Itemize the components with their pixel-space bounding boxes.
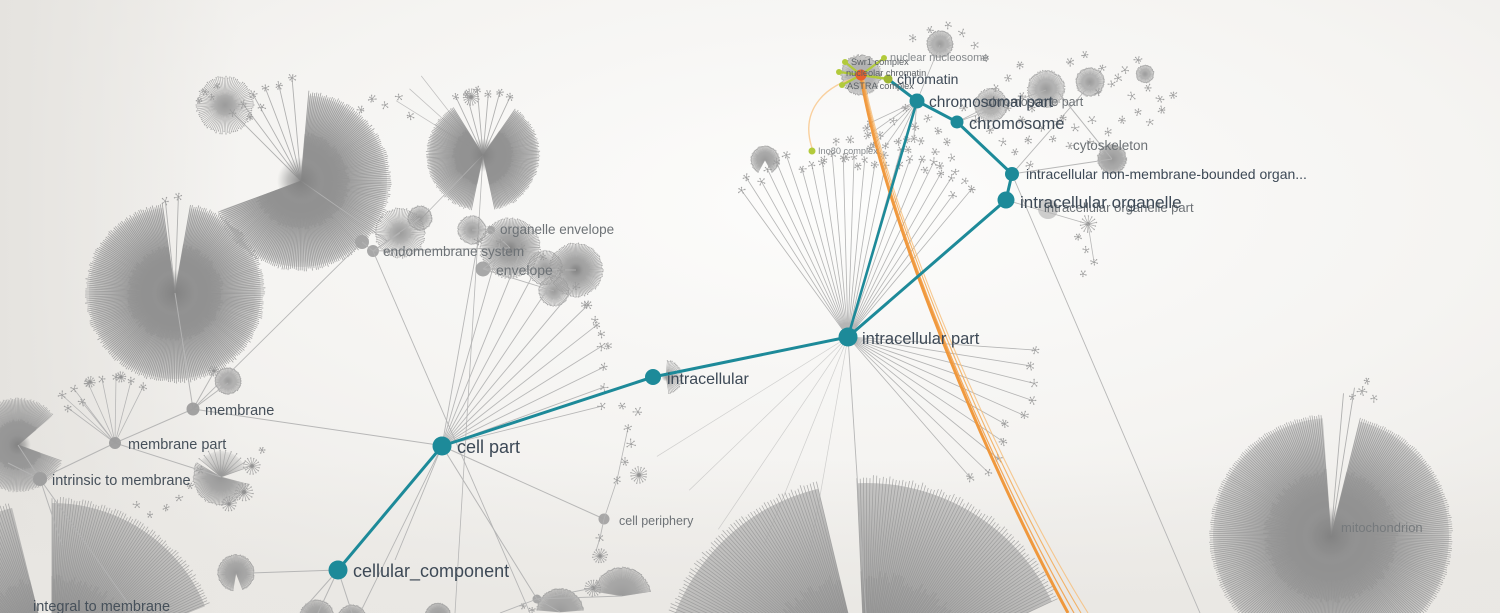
svg-text:membrane part: membrane part [128, 437, 226, 453]
svg-text:intracellular: intracellular [667, 371, 749, 388]
svg-text:nuclear nucleosome: nuclear nucleosome [890, 52, 988, 64]
svg-text:intracellular organelle part: intracellular organelle part [1044, 200, 1194, 215]
svg-text:mitochondrion: mitochondrion [1341, 520, 1423, 535]
svg-text:nucleolar chromatin: nucleolar chromatin [846, 68, 926, 78]
svg-text:chromosomal part: chromosomal part [929, 94, 1054, 111]
svg-text:endomembrane system: endomembrane system [383, 244, 524, 259]
svg-text:Swr1 complex: Swr1 complex [851, 57, 909, 67]
svg-text:cellular_component: cellular_component [353, 561, 509, 582]
svg-text:membrane: membrane [205, 403, 274, 419]
svg-text:intracellular organelle: intracellular organelle [1020, 193, 1182, 212]
svg-text:intracellular part: intracellular part [862, 330, 980, 348]
svg-text:envelope: envelope [496, 262, 553, 278]
svg-text:chromosome: chromosome [969, 115, 1064, 133]
svg-text:integral to membrane: integral to membrane [33, 599, 170, 613]
svg-text:intrinsic to membrane: intrinsic to membrane [52, 473, 191, 489]
svg-text:chromatin: chromatin [897, 71, 958, 87]
svg-text:cell periphery: cell periphery [619, 514, 694, 528]
svg-text:chromosome part: chromosome part [986, 95, 1084, 109]
svg-text:organelle envelope: organelle envelope [500, 222, 614, 237]
svg-text:Ino80 complex: Ino80 complex [818, 146, 878, 156]
svg-text:cytoskeleton: cytoskeleton [1073, 138, 1148, 153]
svg-text:intracellular non-membrane-bou: intracellular non-membrane-bounded organ… [1026, 166, 1307, 182]
svg-text:ASTRA complex: ASTRA complex [847, 81, 914, 91]
svg-text:cell part: cell part [457, 437, 520, 457]
